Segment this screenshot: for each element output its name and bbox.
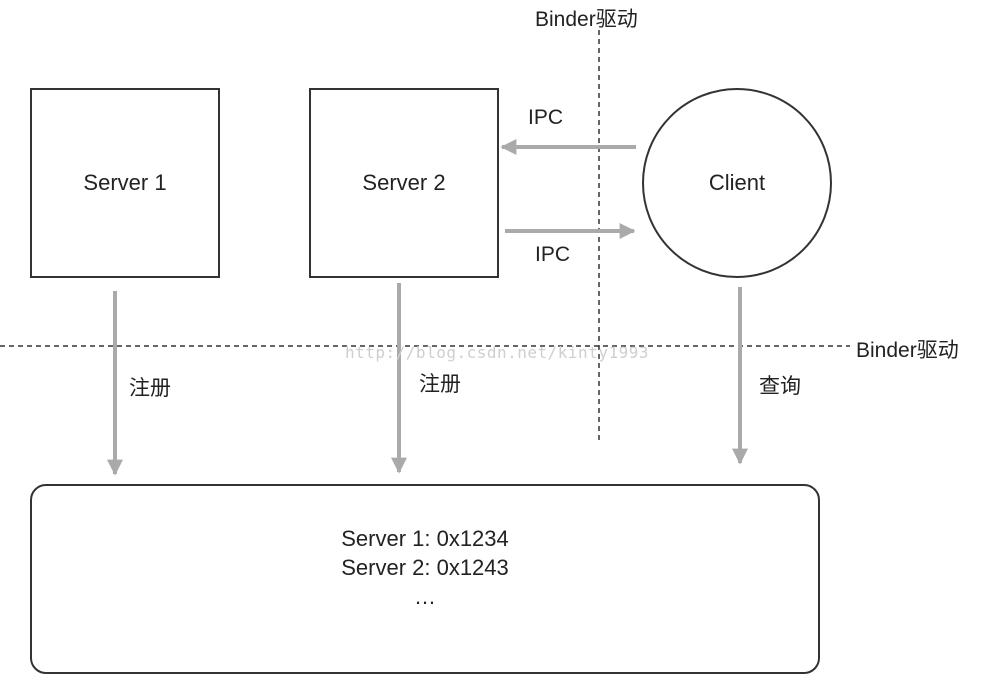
register-label-server2: 注册 [419,373,461,396]
client-label: Client [708,170,766,195]
server-2-box: Server 2 [309,88,499,278]
watermark-text: http://blog.csdn.net/kinty1993 [345,343,649,362]
query-label-client: 查询 [759,375,801,398]
registry-entry-ellipsis: … [414,584,436,609]
ipc-request-label: IPC [528,106,564,129]
server-1-box: Server 1 [30,88,220,278]
service-registry-box: Server 1: 0x1234 Server 2: 0x1243 … [30,484,820,674]
registry-entry-server2: Server 2: 0x1243 [341,555,509,580]
server-2-label: Server 2 [362,170,446,195]
registry-entry-server1: Server 1: 0x1234 [341,526,509,551]
binder-driver-label-top: Binder驱动 [535,8,638,31]
ipc-response-label: IPC [535,243,571,266]
registry-entries: Server 1: 0x1234 Server 2: 0x1243 … [32,524,818,611]
binder-driver-label-right: Binder驱动 [856,339,959,362]
register-label-server1: 注册 [129,377,171,400]
client-circle: Client [642,88,832,278]
server-1-label: Server 1 [83,170,167,195]
